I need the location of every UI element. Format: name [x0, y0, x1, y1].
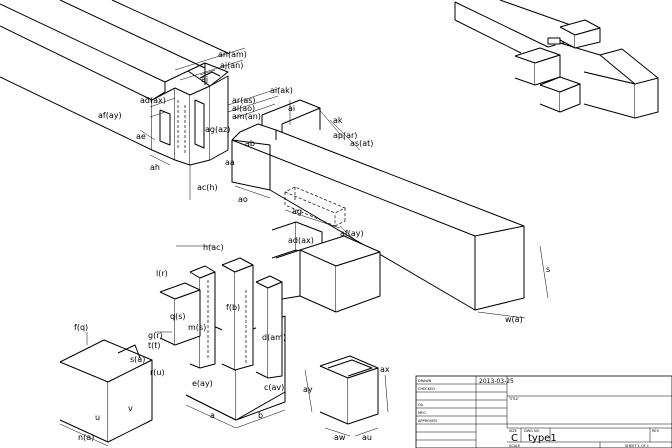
label-m-s: m(s): [188, 323, 206, 332]
title-block-checked-label: CHECKED: [418, 387, 435, 391]
dimension-labels: an(am) aj(an) aj ad(ax) af(ay) ae ah ac(…: [74, 50, 550, 442]
label-as-at: as(at): [350, 139, 373, 148]
label-h-ac: h(ac): [203, 243, 224, 252]
title-block-drawn-label: DRAWN: [418, 379, 432, 383]
label-ak: ak: [333, 116, 343, 125]
label-al-ao: al(ao): [232, 104, 255, 113]
bottom-small-block: [319, 355, 379, 425]
label-b: b: [258, 411, 263, 420]
label-aa: aa: [225, 158, 235, 167]
label-ai-ak: ai(ak): [270, 86, 293, 95]
label-ab: ab: [245, 139, 255, 148]
label-c-av: c(av): [264, 383, 284, 392]
label-am-an: am(an): [232, 112, 261, 121]
label-ax: ax: [380, 365, 390, 374]
title-block-mfg-label: MFG: [418, 411, 426, 415]
title-block-approved-label: APPROVED: [418, 419, 437, 423]
label-ai: ai: [288, 104, 295, 113]
title-block-dwg-label: DWG NO: [524, 429, 540, 433]
label-e-ay: e(ay): [192, 379, 213, 388]
label-l-r: l(r): [156, 269, 168, 278]
title-block-qa-label: QA: [418, 403, 424, 407]
label-n-a: n(a): [78, 433, 94, 442]
label-ar-as: ar(as): [232, 96, 256, 105]
label-r-u: r(u): [150, 368, 165, 377]
title-block-title-label: TITLE: [508, 397, 518, 401]
title-block-size-label: SIZE: [509, 429, 517, 433]
label-v: v: [128, 404, 133, 413]
label-ap-ar: ap(ar): [333, 131, 357, 140]
label-an-am: an(am): [218, 50, 247, 59]
label-ah: ah: [150, 163, 160, 172]
dimension-lines: [59, 47, 549, 447]
left-beam-tenon: [151, 62, 229, 166]
label-af-ay: af(ay): [98, 111, 122, 120]
label-ag: ag: [292, 207, 302, 216]
label-u: u: [95, 413, 100, 422]
mortise-piece: [159, 257, 286, 421]
title-block-rev-label: REV: [652, 429, 660, 433]
label-au: au: [362, 433, 372, 442]
title-block-date: 2013-03-25: [479, 378, 514, 385]
label-q-s: q(s): [170, 312, 186, 321]
label-ao: ao: [238, 195, 248, 204]
label-w-a: w(a): [505, 315, 523, 324]
label-s: s: [546, 265, 550, 274]
label-f-b: f(b): [226, 303, 240, 312]
label-a: a: [210, 411, 215, 420]
label-d-am: d(am): [262, 333, 286, 342]
label-ag-az: ag(az): [205, 125, 230, 134]
label-t-t: t(t): [148, 341, 161, 350]
label-aj-an: aj(an): [220, 61, 243, 70]
title-block: DRAWN CHECKED QA MFG APPROVED 2013-03-25…: [415, 375, 672, 448]
title-block-sheet-label: SHEET 1 OF 1: [625, 444, 649, 448]
bottom-left-block: [59, 339, 153, 443]
label-af-ay-2: af(ay): [340, 229, 364, 238]
label-s-a: s(a): [130, 355, 145, 364]
label-aw: aw: [334, 433, 346, 442]
title-block-size-value: C: [511, 433, 518, 444]
label-ad-ax-2: ad(ax): [288, 236, 314, 245]
label-ay: ay: [303, 385, 313, 394]
label-aj: aj: [201, 75, 208, 84]
title-block-scale-label: SCALE: [509, 444, 520, 448]
label-ae: ae: [136, 132, 146, 141]
label-ad-ax: ad(ax): [140, 96, 166, 105]
label-g-r: g(r): [148, 331, 163, 340]
label-ac-h: ac(h): [197, 183, 218, 192]
title-block-dwg-value: type1: [528, 433, 557, 444]
label-f-q: f(q): [74, 323, 88, 332]
cross-joint-assembly: [454, 0, 659, 119]
